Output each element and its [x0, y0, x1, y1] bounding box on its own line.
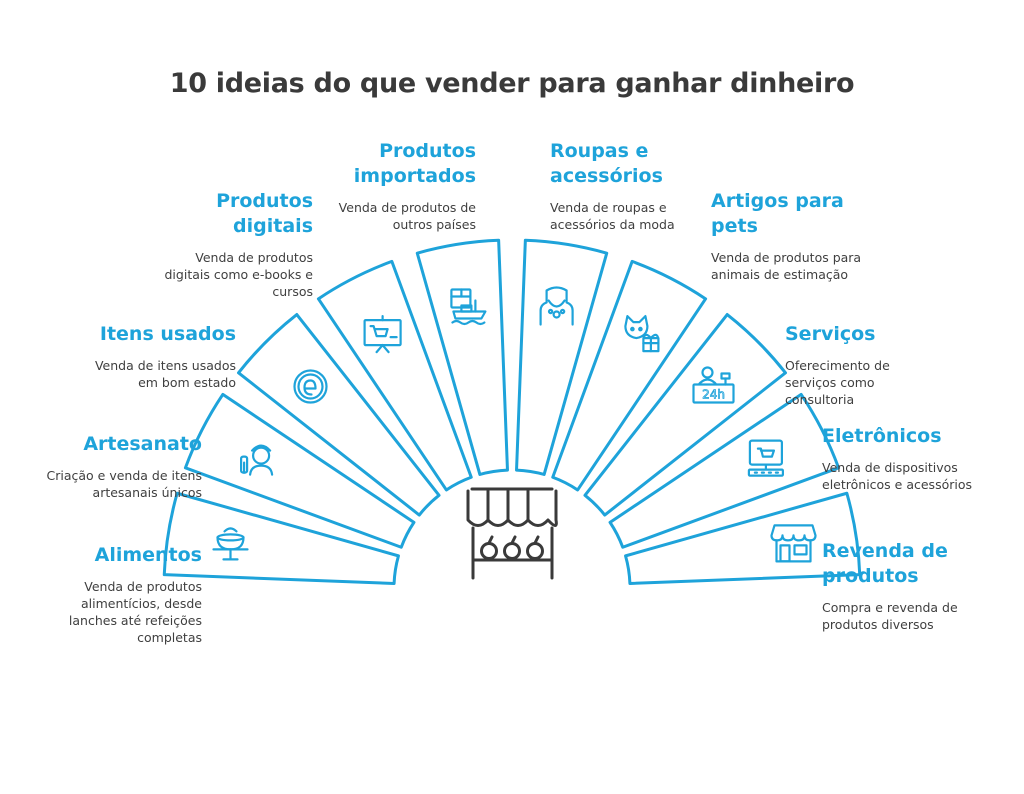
segment: [162, 491, 400, 585]
item-servicos: Serviços Oferecimento de serviços como c…: [785, 322, 935, 408]
item-title: Produtos importados: [353, 140, 476, 187]
segment: [583, 313, 787, 517]
item-alimentos: Alimentos Venda de produtos alimentícios…: [40, 543, 202, 646]
item-title: Roupas e acessórios: [550, 140, 663, 187]
item-eletronicos: Eletrônicos Venda de dispositivos eletrô…: [822, 424, 972, 493]
food-plate-icon: [212, 527, 249, 561]
item-title: Eletrônicos: [822, 425, 942, 447]
item-title: Produtos digitais: [216, 190, 313, 237]
item-description: Oferecimento de serviços como consultori…: [785, 358, 890, 407]
computer-cart-icon: [747, 439, 785, 477]
item-artesanato: Artesanato Criação e venda de itens arte…: [40, 432, 203, 501]
segment: [183, 392, 416, 549]
item-title: Revenda de produtos: [822, 540, 948, 587]
cat-gift-icon: [624, 315, 660, 353]
item-title: Artesanato: [83, 433, 202, 455]
necklace-bust-icon: [539, 286, 574, 326]
item-itens-usados: Itens usados Venda de itens usados em bo…: [76, 322, 236, 391]
segment: [515, 238, 609, 476]
box-ship-icon: [450, 288, 487, 326]
item-description: Criação e venda de itens artesanais únic…: [46, 468, 203, 500]
item-title: Serviços: [785, 323, 876, 345]
market-stall-icon: [466, 487, 558, 580]
storefront-icon: [770, 524, 817, 563]
item-produtos-importados: Produtos importados Venda de produtos de…: [322, 139, 476, 233]
segment: [608, 392, 841, 549]
segment: [316, 259, 473, 492]
item-title: Artigos para pets: [711, 190, 844, 237]
item-description: Venda de itens usados em bom estado: [94, 358, 236, 390]
item-description: Venda de produtos para animais de estima…: [711, 250, 862, 282]
artisan-icon: [240, 444, 274, 476]
item-title: Itens usados: [99, 323, 236, 345]
item-description: Venda de produtos de outros países: [338, 200, 476, 232]
item-produtos-digitais: Produtos digitais Venda de produtos digi…: [160, 189, 314, 300]
item-description: Venda de roupas e acessórios da moda: [550, 200, 675, 232]
item-title: Alimentos: [94, 544, 202, 566]
segment: [237, 313, 441, 517]
item-description: Compra e revenda de produtos diversos: [822, 600, 958, 632]
item-roupas-acessorios: Roupas e acessórios Venda de roupas e ac…: [550, 139, 710, 233]
item-description: Venda de dispositivos eletrônicos e aces…: [822, 460, 972, 492]
item-artigos-pets: Artigos para pets Venda de produtos para…: [711, 189, 871, 283]
segment: [551, 259, 708, 492]
page-title: 10 ideias do que vender para ganhar dinh…: [169, 68, 855, 99]
item-description: Venda de produtos alimentícios, desde la…: [68, 579, 202, 645]
item-description: Venda de produtos digitais como e-books …: [164, 250, 314, 299]
used-items-e-icon: [293, 369, 328, 404]
service-24h-icon: 24h: [692, 366, 735, 404]
digital-cart-screen-icon: [363, 315, 402, 354]
segment: [415, 238, 509, 476]
svg-text:24h: 24h: [702, 388, 725, 402]
item-revenda: Revenda de produtos Compra e revenda de …: [822, 539, 972, 633]
